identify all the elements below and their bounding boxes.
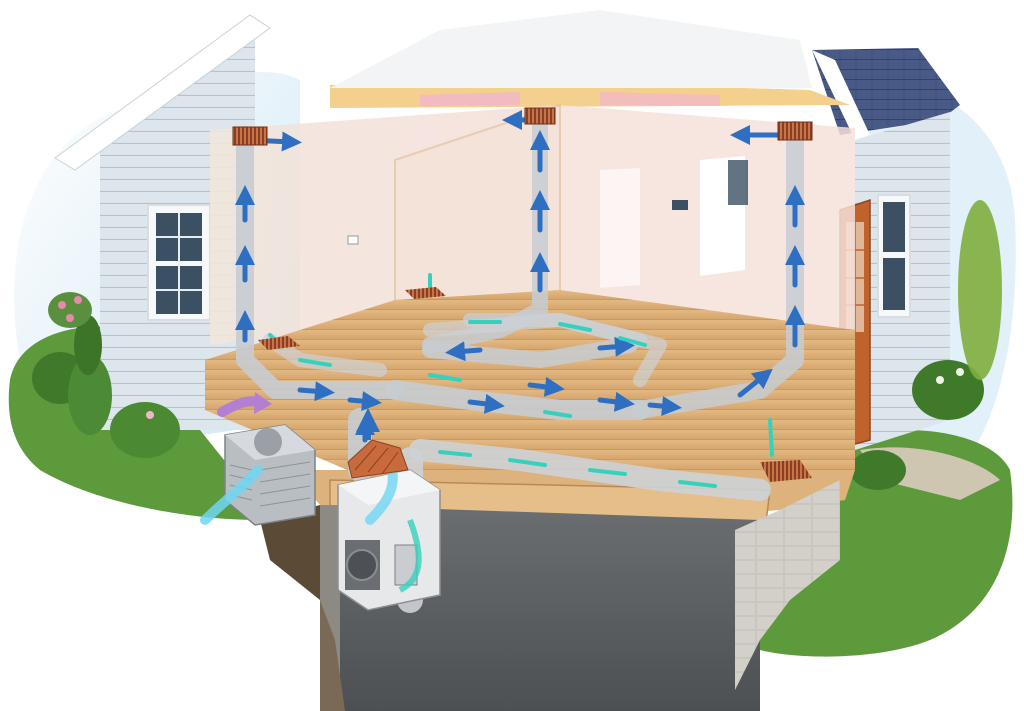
wall-registers — [232, 107, 813, 146]
indoor-furnace — [337, 408, 441, 611]
return-air-arrows — [268, 273, 774, 488]
fan-icon — [254, 428, 282, 456]
right-window — [877, 194, 911, 318]
left-window — [147, 204, 211, 321]
right-exterior-wall — [812, 48, 1002, 490]
evaporator-coil — [347, 439, 409, 479]
blower-fan-icon — [346, 549, 378, 581]
thermostat-icon — [347, 235, 359, 245]
outdoor-condenser-unit — [200, 392, 316, 526]
floor-registers — [258, 287, 812, 482]
attic-ceiling — [330, 10, 850, 108]
thermostat-icon — [672, 200, 688, 210]
left-shrubs — [32, 292, 180, 458]
